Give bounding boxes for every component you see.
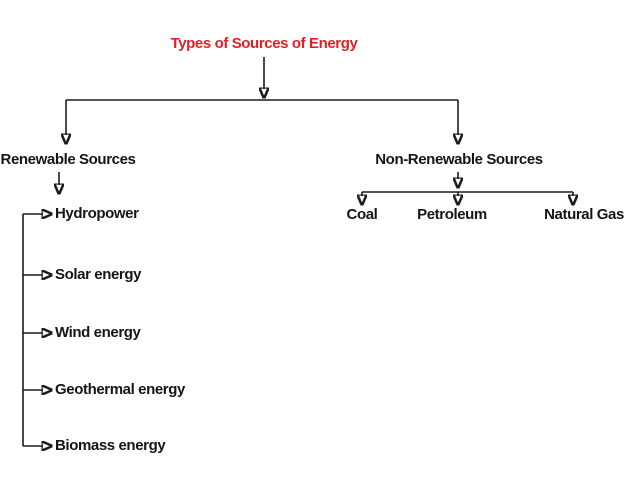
node-petroleum: Petroleum xyxy=(417,206,487,223)
node-renewable-sources: Renewable Sources xyxy=(0,151,136,168)
node-solar-energy: Solar energy xyxy=(55,266,142,283)
node-natural-gas: Natural Gas xyxy=(544,206,624,223)
node-coal: Coal xyxy=(346,206,378,223)
node-hydropower: Hydropower xyxy=(55,205,139,222)
node-wind-energy: Wind energy xyxy=(55,324,141,341)
node-non-renewable-sources: Non-Renewable Sources xyxy=(375,151,543,168)
node-biomass-energy: Biomass energy xyxy=(55,437,166,454)
node-geothermal-energy: Geothermal energy xyxy=(55,381,185,398)
diagram-title: Types of Sources of Energy xyxy=(170,35,358,52)
